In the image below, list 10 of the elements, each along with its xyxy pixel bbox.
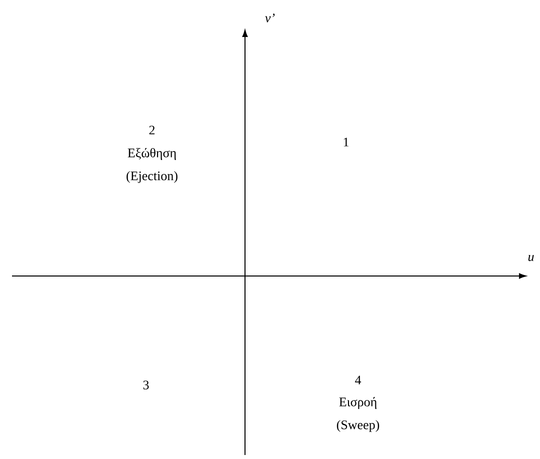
axis-label: v’: [265, 14, 275, 22]
quadrant-name: (Ejection): [126, 171, 178, 183]
quadrant-number: 4: [355, 376, 362, 384]
quadrant-number: 3: [143, 380, 149, 390]
quadrant-name: (Sweep): [336, 420, 380, 432]
quadrant-name: Εξώθηση: [128, 148, 176, 160]
quadrant-number: 2: [149, 126, 155, 134]
axis-label: u: [528, 254, 534, 262]
quadrant-number: 1: [344, 138, 348, 146]
quadrant-name: Εισροή: [339, 397, 376, 409]
